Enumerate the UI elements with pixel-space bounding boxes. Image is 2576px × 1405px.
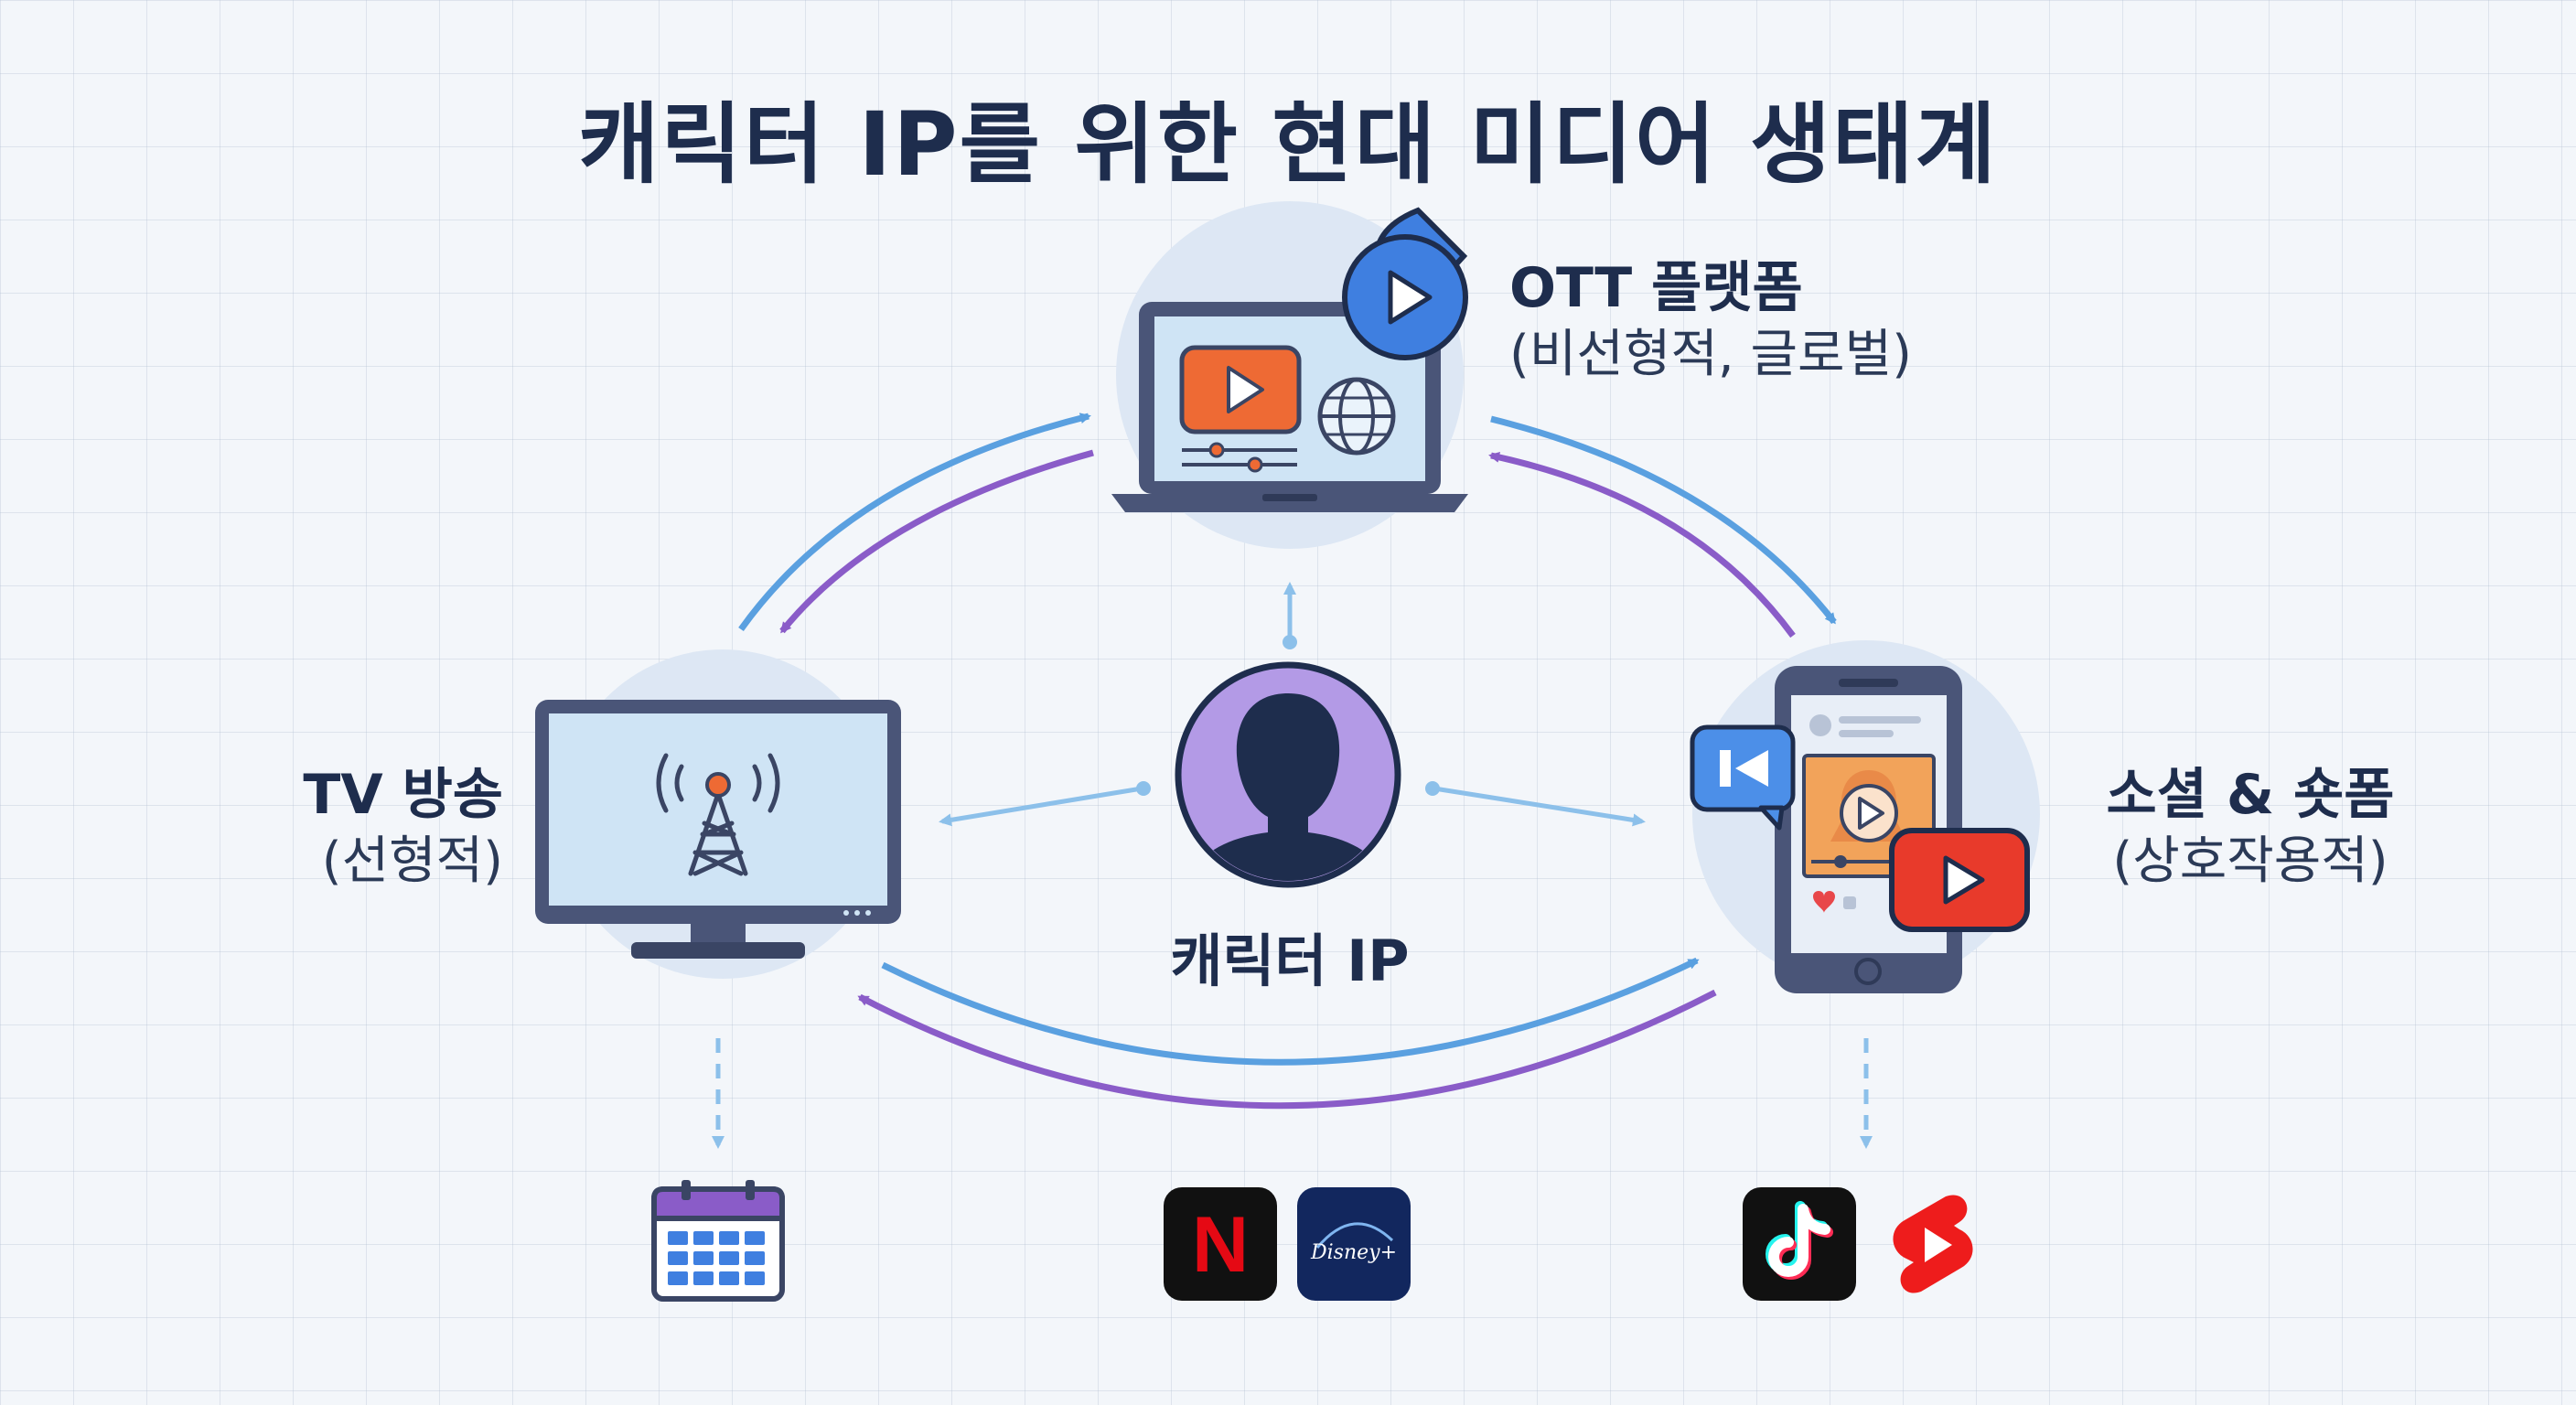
arrow-tv-to-social [881,957,1700,1066]
center-ip-label: 캐릭터 IP [1170,928,1410,994]
playback-slider-icon [1182,442,1297,473]
connector-center-tv [939,786,1143,827]
tv-label: TV 방송 (선형적) [220,761,503,894]
arrow-ott-to-tv [779,449,1094,634]
tv-subtitle: (선형적) [321,831,503,891]
diagram-title: 캐릭터 IP를 위한 현대 미디어 생태계 [578,93,1998,196]
ott-label: OTT 플랫폼 (비선형적, 글로벌) [1509,254,1912,387]
social-subtitle: (상호작용적) [2112,831,2388,891]
character-avatar-icon [1175,661,1401,888]
disney-plus-logo: Disney+ [1297,1187,1411,1301]
broadcast-tower-icon [656,753,780,876]
tv-icon [535,700,901,959]
calendar-icon [651,1180,785,1302]
social-label: 소셜 & 숏폼 (상호작용적) [2077,761,2424,894]
netflix-letter: N [1192,1201,1249,1289]
netflix-logo: N [1164,1187,1277,1301]
ott-title: OTT 플랫폼 [1509,256,1803,320]
connector-center-social [1433,786,1646,827]
tiktok-logo [1743,1187,1856,1301]
comment-bubble-icon [1690,724,1796,831]
youtube-play-icon [1889,828,2030,932]
globe-icon [1317,377,1396,456]
arrow-ott-to-social [1490,415,1837,625]
arrow-tv-to-ott [738,413,1091,632]
video-play-icon [1179,345,1302,434]
tv-title: TV 방송 [303,763,503,827]
play-speech-bubble-icon [1342,207,1468,360]
disney-plus-text: Disney+ [1310,1241,1397,1264]
youtube-shorts-logo [1877,1187,1991,1301]
ott-subtitle: (비선형적, 글로벌) [1509,325,1912,384]
arrow-social-to-tv [857,989,1717,1110]
social-title: 소셜 & 숏폼 [2106,763,2395,827]
arrow-social-to-ott [1488,452,1796,638]
